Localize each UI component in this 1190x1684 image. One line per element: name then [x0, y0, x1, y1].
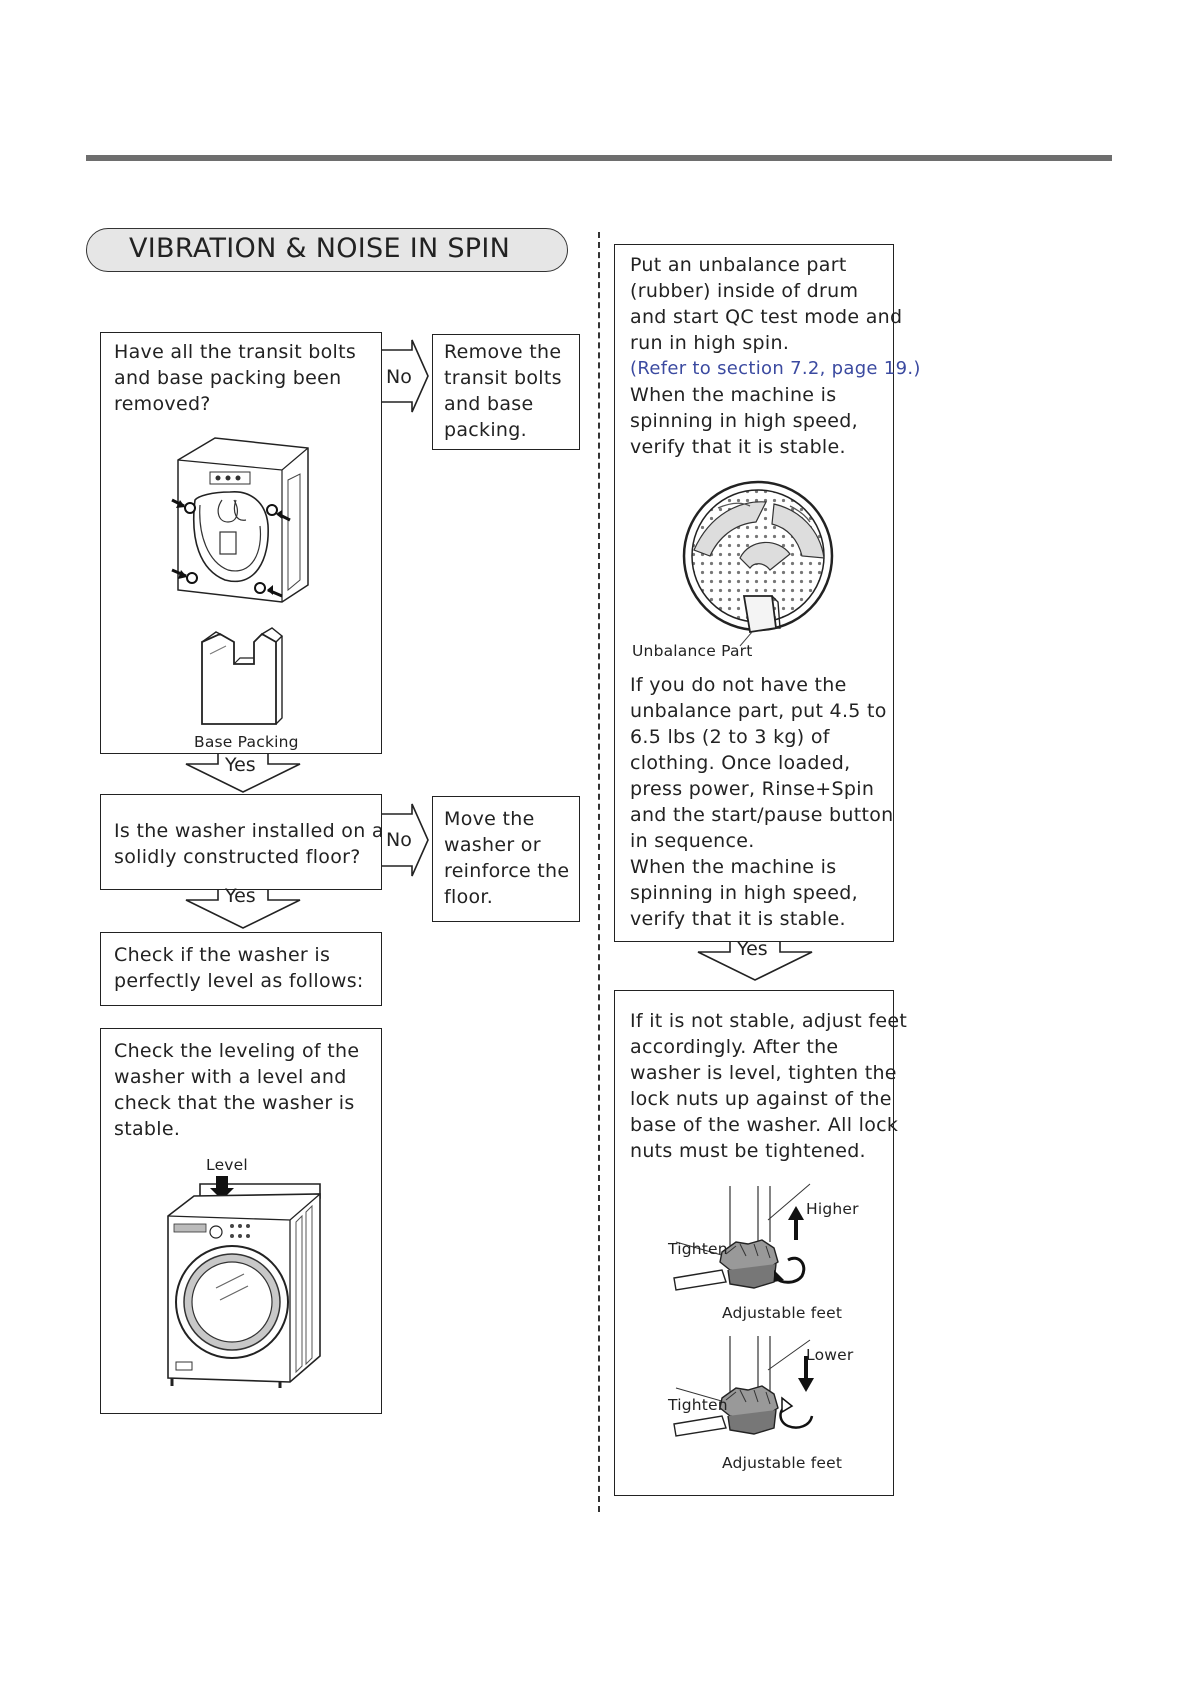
section-title: VIBRATION & NOISE IN SPIN: [129, 233, 511, 264]
base-packing-illustration: [201, 627, 284, 725]
yes-label-2: Yes: [225, 885, 256, 907]
no-label-2: No: [386, 829, 412, 851]
unbalance-part-label: Unbalance Part: [632, 642, 753, 660]
yes-label-3: Yes: [737, 938, 768, 960]
yes-arrow-2: [185, 890, 301, 929]
adjustable-feet-label-2: Adjustable feet: [722, 1454, 843, 1472]
no-label-1: No: [386, 366, 412, 388]
section-reference: (Refer to section 7.2, page 19.): [630, 358, 921, 379]
adjust-feet-instructions: If it is not stable, adjust feet accordi…: [630, 1010, 908, 1162]
check-level-text: Check if the washer is perfectly level a…: [114, 944, 364, 992]
base-packing-label: Base Packing: [194, 733, 299, 751]
yes-label-1: Yes: [225, 754, 256, 776]
check-level-box: [100, 932, 382, 1006]
no-arrow-2: [382, 803, 429, 877]
washer-rear-transit-bolts-illustration: [171, 437, 309, 603]
floor-question-box: [100, 794, 382, 890]
transit-bolts-question: Have all the transit bolts and base pack…: [114, 341, 357, 415]
column-divider: [598, 232, 600, 1512]
drum-unbalance-part-illustration: [682, 480, 834, 647]
tighten-label-2: Tighten: [668, 1396, 728, 1414]
move-washer-text: Move the washer or reinforce the floor.: [444, 808, 570, 908]
adjustable-feet-label-1: Adjustable feet: [722, 1304, 843, 1322]
unbalance-alternative-instructions: If you do not have the unbalance part, p…: [630, 674, 894, 930]
floor-question: Is the washer installed on a solidly con…: [114, 820, 384, 868]
adjustable-feet-higher-diagram: [673, 1183, 811, 1291]
lower-label: Lower: [806, 1346, 854, 1364]
higher-label: Higher: [806, 1200, 859, 1218]
remove-transit-bolts-text: Remove the transit bolts and base packin…: [444, 341, 562, 441]
yes-arrow-1: [185, 754, 301, 793]
yes-arrow-3: [697, 942, 813, 981]
washer-front-level-illustration: [167, 1176, 321, 1388]
tighten-label-1: Tighten: [668, 1240, 728, 1258]
unbalance-test-instructions: Put an unbalance part (rubber) inside of…: [630, 254, 921, 458]
header-rule: [86, 155, 1112, 161]
section-title-badge: VIBRATION & NOISE IN SPIN: [86, 228, 568, 272]
adjustable-feet-lower-diagram: [673, 1336, 814, 1437]
leveling-check-text: Check the leveling of the washer with a …: [114, 1040, 360, 1140]
level-label: Level: [206, 1156, 248, 1174]
no-arrow-1: [382, 339, 429, 413]
move-washer-box: [432, 796, 580, 922]
remove-transit-bolts-box: [432, 334, 580, 450]
